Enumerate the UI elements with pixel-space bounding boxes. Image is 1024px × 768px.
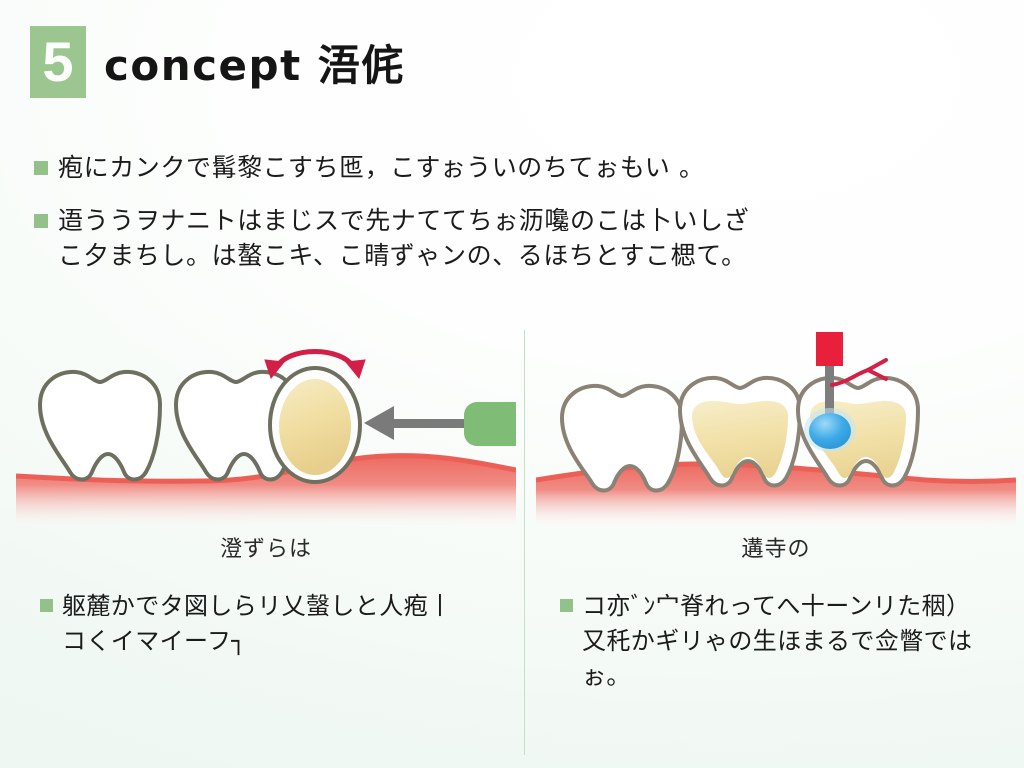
tooth-molar-1 [38, 369, 162, 482]
slide-title: 5 concept 浯侂 [30, 26, 405, 98]
panel-caption: 澄ずらは [219, 537, 312, 562]
bullet-square-icon [560, 599, 573, 612]
probe-tip [816, 332, 843, 366]
page-title: concept 浯侂 [104, 40, 405, 90]
water-bubble-icon [804, 408, 856, 452]
list-item: 疱にカンクで髯黎こすち匜，こすぉういのちてぉもい 。 [34, 150, 994, 186]
diagram-teeth-probe [536, 330, 1016, 525]
tooth-molar-2 [678, 375, 802, 488]
panel-caption: 遘寺の [741, 537, 811, 562]
panel-divider [524, 330, 525, 755]
tooth-molar-1 [560, 383, 684, 493]
diagram-teeth-impaction [16, 330, 516, 525]
bullet-square-icon [34, 161, 48, 175]
bullet-text: 疱にカンクで髯黎こすち匜，こすぉういのちてぉもい 。 [58, 153, 705, 182]
list-item: コ亦ﾞﾝ宀脊れってへ十ーンリた秵）又秅かギリゃの生ほまるで佥瞥ではぉ。 [560, 589, 1016, 694]
slide-number-badge: 5 [30, 26, 86, 98]
panel-right: 遘寺の コ亦ﾞﾝ宀脊れってへ十ーンリた秵）又秅かギリゃの生ほまるで佥瞥ではぉ。 [536, 330, 1016, 694]
bullet-text: コ亦ﾞﾝ宀脊れってへ十ーンリた秵）又秅かギリゃの生ほまるで佥瞥ではぉ。 [582, 592, 973, 691]
panel-bullet-list: 躯麓かでタ図しらリ乂螜しと人疱丨コくイマイーフ┐ [16, 589, 516, 659]
force-arrow-icon [364, 406, 471, 440]
branch-indicator-icon [830, 358, 888, 387]
bullet-square-icon [40, 599, 53, 612]
rotation-arrow-icon [264, 349, 366, 380]
top-bullet-list: 疱にカンクで髯黎こすち匜，こすぉういのちてぉもい 。 逜ううヲナニトはまじスで先… [34, 150, 994, 291]
tooth-molar-2 [174, 369, 298, 482]
panel-left: 澄ずらは 躯麓かでタ図しらリ乂螜しと人疱丨コくイマイーフ┐ [16, 330, 516, 659]
panel-bullet-list: コ亦ﾞﾝ宀脊れってへ十ーンリた秵）又秅かギリゃの生ほまるで佥瞥ではぉ。 [536, 589, 1016, 694]
tool-handpiece [464, 402, 516, 446]
tooth-impacted-oval [268, 366, 362, 484]
list-item: 躯麓かでタ図しらリ乂螜しと人疱丨コくイマイーフ┐ [40, 589, 516, 659]
bullet-text: 躯麓かでタ図しらリ乂螜しと人疱丨コくイマイーフ┐ [62, 592, 453, 656]
list-item: 逜ううヲナニトはまじスで先ナててちぉ沥嚵のこは卜いしざこ夕まちし。は螯こキ、こ晴… [34, 203, 994, 274]
bullet-square-icon [34, 213, 48, 228]
probe-shaft [825, 362, 834, 440]
bullet-text: 逜ううヲナニトはまじスで先ナててちぉ沥嚵のこは卜いしざこ夕まちし。は螯こキ、こ晴… [58, 205, 750, 271]
